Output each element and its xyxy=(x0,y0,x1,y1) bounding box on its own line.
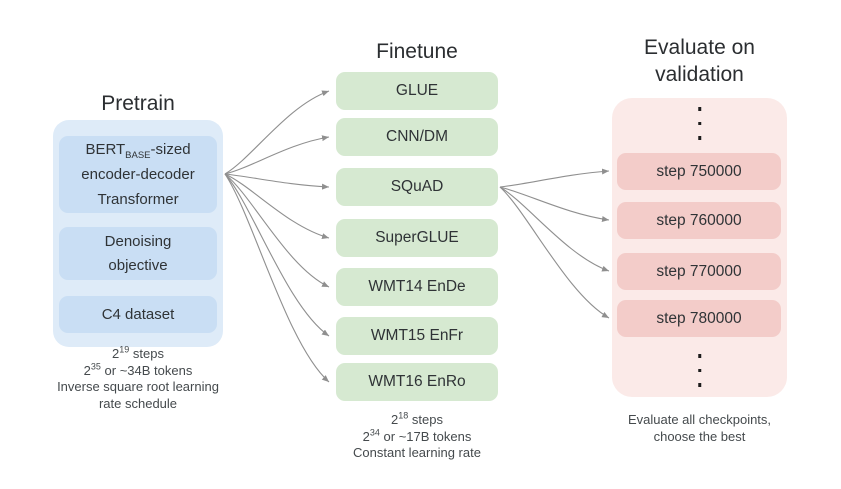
task-box-squad: SQuAD xyxy=(336,168,498,206)
finetune-to-evaluate-arrows xyxy=(499,168,610,319)
tokens-exponent: 34 xyxy=(369,427,380,438)
pretrain-caption-line3: Inverse square root learning xyxy=(57,379,219,394)
evaluate-caption-line1: Evaluate all checkpoints, xyxy=(627,412,772,427)
evaluate-caption-line2: choose the best xyxy=(653,428,746,444)
vertical-ellipsis-icon-top xyxy=(697,107,702,140)
evaluate-caption: Evaluate all checkpoints, choose the bes… xyxy=(602,412,797,445)
evaluate-heading: Evaluate on validation xyxy=(612,34,787,88)
arrow-pretrain-to-wmt14 xyxy=(224,173,330,288)
evaluate-heading-line2: validation xyxy=(655,63,744,86)
model-name-base: BERT xyxy=(85,141,126,158)
checkpoint-box-760000: step 760000 xyxy=(617,202,781,239)
pretrain-caption-line4: rate schedule xyxy=(98,395,178,411)
task-box-wmt16: WMT16 EnRo xyxy=(336,363,498,401)
finetune-heading: Finetune xyxy=(376,40,458,63)
steps-base: 2 xyxy=(391,412,399,427)
finetune-steps-line: 218 steps xyxy=(317,410,517,429)
evaluate-heading-line1: Evaluate on xyxy=(644,36,755,59)
task-box-cnndm: CNN/DM xyxy=(336,118,498,156)
objective-line1: Denoising xyxy=(104,232,172,250)
tokens-base: 2 xyxy=(362,428,370,444)
steps-base: 2 xyxy=(112,346,120,361)
pretrain-steps-line: 219 steps xyxy=(23,344,253,363)
finetune-tokens-line: 234 or ~17B tokens xyxy=(317,427,517,446)
arrow-pretrain-to-wmt15 xyxy=(224,173,330,337)
arrow-pretrain-to-superglue xyxy=(224,173,330,239)
model-line3: Transformer xyxy=(97,191,179,208)
steps-rest: steps xyxy=(408,412,443,427)
tokens-rest: or ~17B tokens xyxy=(379,428,472,444)
arrow-pretrain-to-squad xyxy=(224,173,330,190)
dataset-label: C4 dataset xyxy=(101,305,175,323)
pretrain-tokens-line: 235 or ~34B tokens xyxy=(23,361,253,380)
task-box-superglue: SuperGLUE xyxy=(336,219,498,257)
task-box-glue: GLUE xyxy=(336,72,498,110)
steps-exponent: 18 xyxy=(398,410,409,421)
vertical-ellipsis-icon-bottom xyxy=(697,354,702,387)
model-box: BERTBASE-sized encoder-decoder Transform… xyxy=(59,136,217,213)
objective-box: Denoising objective xyxy=(59,227,217,280)
arrow-squad-to-step780000 xyxy=(499,186,610,319)
finetune-caption-line3: Constant learning rate xyxy=(353,445,481,460)
pretrain-to-finetune-arrows xyxy=(224,90,330,383)
finetune-caption: 218 steps 234 or ~17B tokens Constant le… xyxy=(317,410,517,462)
arrow-squad-to-step750000 xyxy=(499,168,610,188)
dataset-box: C4 dataset xyxy=(59,296,217,333)
pretrain-caption: 219 steps 235 or ~34B tokens Inverse squ… xyxy=(23,344,253,412)
arrow-squad-to-step770000 xyxy=(499,186,610,272)
model-name-suffix: -sized xyxy=(150,141,191,158)
pretrain-container: BERTBASE-sized encoder-decoder Transform… xyxy=(53,120,223,347)
checkpoint-box-780000: step 780000 xyxy=(617,300,781,337)
tokens-base: 2 xyxy=(83,362,91,378)
pretrain-heading: Pretrain xyxy=(101,92,175,115)
objective-line2: objective xyxy=(108,256,168,274)
model-name-line: BERTBASE-sized xyxy=(59,137,217,162)
tokens-exponent: 35 xyxy=(90,361,101,372)
steps-rest: steps xyxy=(129,346,164,361)
steps-exponent: 19 xyxy=(119,344,130,355)
arrow-pretrain-to-glue xyxy=(224,90,330,175)
checkpoint-box-750000: step 750000 xyxy=(617,153,781,190)
task-box-wmt15: WMT15 EnFr xyxy=(336,317,498,355)
model-name-subscript: BASE xyxy=(125,150,151,161)
task-box-wmt14: WMT14 EnDe xyxy=(336,268,498,306)
tokens-rest: or ~34B tokens xyxy=(100,362,193,378)
model-line2: encoder-decoder xyxy=(81,166,195,183)
arrow-squad-to-step760000 xyxy=(499,186,610,222)
arrow-pretrain-to-cnndm xyxy=(224,135,330,175)
evaluate-container: step 750000 step 760000 step 770000 step… xyxy=(612,98,787,397)
checkpoint-box-770000: step 770000 xyxy=(617,253,781,290)
